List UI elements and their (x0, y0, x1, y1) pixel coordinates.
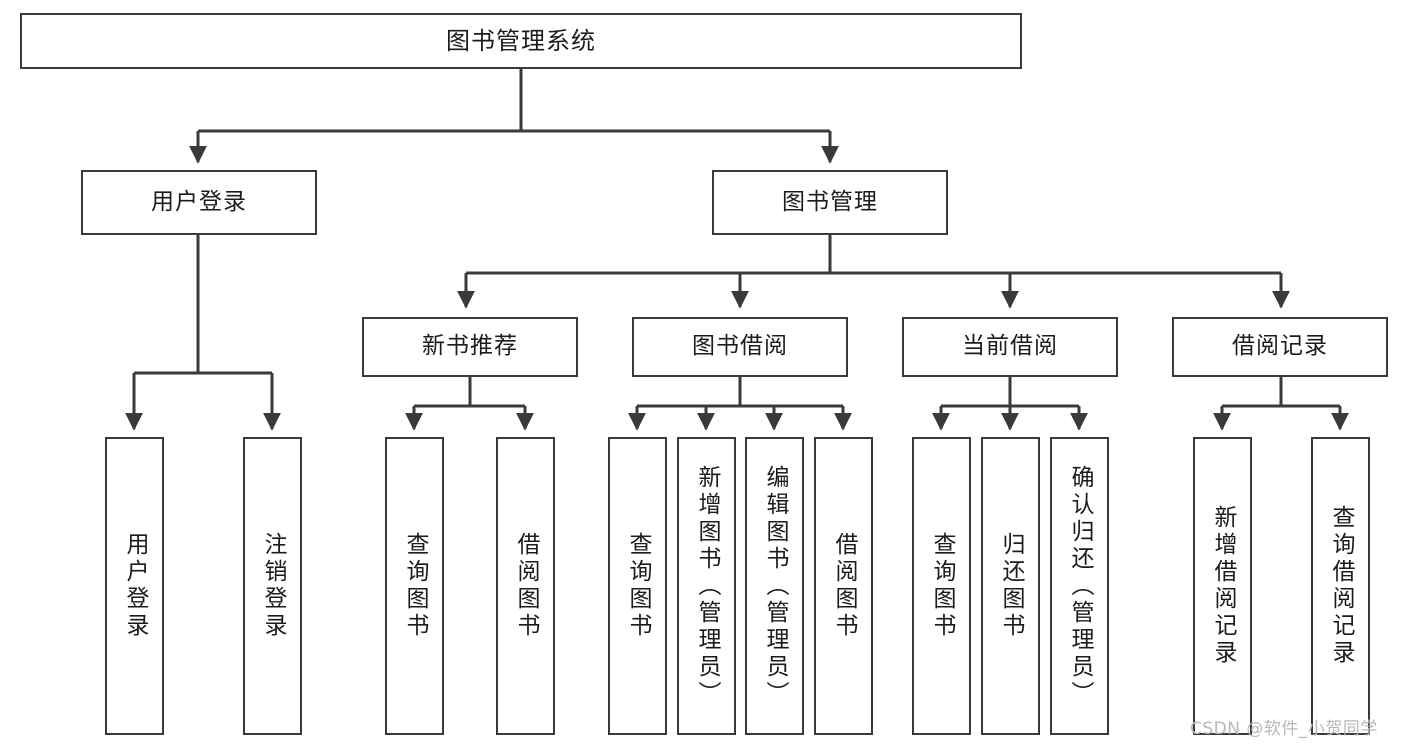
node-user-login[interactable]: 用户登录 (81, 170, 317, 235)
leaf-borrow-borrow-book[interactable]: 借阅图书 (814, 437, 873, 735)
leaf-logout[interactable]: 注销登录 (243, 437, 302, 735)
leaf-borrow-query-book[interactable]: 查询图书 (608, 437, 667, 735)
node-current-borrow[interactable]: 当前借阅 (902, 317, 1118, 377)
node-label: 图书借阅 (692, 333, 788, 360)
leaf-records-query-record[interactable]: 查询借阅记录 (1311, 437, 1370, 735)
node-label: 当前借阅 (962, 333, 1058, 360)
leaf-new-book-borrow-book[interactable]: 借阅图书 (496, 437, 555, 735)
leaf-borrow-edit-book-admin[interactable]: 编辑图书（管理员） (745, 437, 804, 735)
node-label: 新增图书（管理员） (694, 464, 720, 708)
node-label: 归还图书 (998, 532, 1024, 640)
leaf-user-login[interactable]: 用户登录 (105, 437, 164, 735)
node-label: 图书管理系统 (446, 26, 596, 55)
leaf-borrow-add-book-admin[interactable]: 新增图书（管理员） (677, 437, 736, 735)
node-label: 借阅记录 (1232, 333, 1328, 360)
node-label: 用户登录 (151, 188, 247, 215)
node-label: 编辑图书（管理员） (762, 464, 788, 708)
node-label: 查询借阅记录 (1328, 505, 1354, 667)
leaf-current-query-book[interactable]: 查询图书 (912, 437, 971, 735)
node-new-book-recommend[interactable]: 新书推荐 (362, 317, 578, 377)
node-label: 借阅图书 (513, 532, 539, 640)
node-label: 用户登录 (122, 532, 148, 640)
node-label: 借阅图书 (831, 532, 857, 640)
node-label: 查询图书 (625, 532, 651, 640)
node-borrow-records[interactable]: 借阅记录 (1172, 317, 1388, 377)
node-root-book-management-system[interactable]: 图书管理系统 (20, 13, 1022, 69)
leaf-current-return-book[interactable]: 归还图书 (981, 437, 1040, 735)
node-label: 确认归还（管理员） (1067, 464, 1093, 708)
node-label: 新增借阅记录 (1210, 505, 1236, 667)
leaf-current-confirm-return-admin[interactable]: 确认归还（管理员） (1050, 437, 1109, 735)
node-label: 查询图书 (402, 532, 428, 640)
node-label: 注销登录 (260, 532, 286, 640)
node-label: 新书推荐 (422, 333, 518, 360)
node-label: 查询图书 (929, 532, 955, 640)
leaf-new-book-query-book[interactable]: 查询图书 (385, 437, 444, 735)
node-label: 图书管理 (782, 188, 878, 215)
node-book-borrow[interactable]: 图书借阅 (632, 317, 848, 377)
leaf-records-add-record[interactable]: 新增借阅记录 (1193, 437, 1252, 735)
node-book-management[interactable]: 图书管理 (712, 170, 948, 235)
